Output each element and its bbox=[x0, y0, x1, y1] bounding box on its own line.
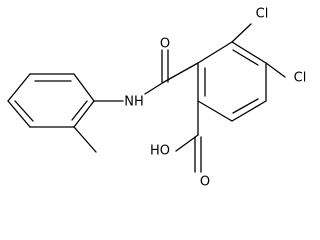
carbonyl-oxygen-label: O bbox=[160, 37, 170, 52]
carbonyl-n-bond bbox=[144, 81, 165, 95]
chlorine-label-top: Cl bbox=[256, 7, 269, 22]
ring-inner-double-bond bbox=[14, 100, 34, 122]
ring-carbonyl-bond bbox=[163, 62, 199, 83]
methyl-bond bbox=[73, 126, 97, 153]
ring-bond bbox=[73, 100, 95, 128]
molecule-drawing: Cl Cl O NH HO O bbox=[7, 7, 307, 190]
c-cl-bond bbox=[265, 62, 286, 78]
ring-bond bbox=[231, 41, 267, 64]
ring-bond bbox=[197, 41, 233, 64]
dichlorobenzene-ring bbox=[197, 41, 267, 122]
ring-bond bbox=[231, 100, 267, 122]
tolyl-ring bbox=[7, 73, 95, 128]
ring-bond bbox=[7, 73, 31, 102]
chlorine-label-right: Cl bbox=[294, 71, 307, 86]
ring-bond bbox=[197, 100, 233, 122]
structure-canvas: Cl Cl O NH HO O bbox=[7, 7, 307, 190]
carboxyl-oh-bond bbox=[175, 134, 199, 152]
amide-nh-label: NH bbox=[124, 95, 144, 110]
ring-bond bbox=[73, 73, 95, 102]
hydroxyl-label: HO bbox=[150, 144, 170, 159]
ring-bond bbox=[7, 100, 31, 128]
ring-inner-double-bond bbox=[71, 100, 88, 121]
ring-inner-double-bond bbox=[232, 49, 259, 66]
ring-inner-double-bond bbox=[232, 98, 259, 114]
carboxyl-oxygen-label: O bbox=[200, 175, 210, 190]
c-cl-bond bbox=[231, 23, 252, 43]
